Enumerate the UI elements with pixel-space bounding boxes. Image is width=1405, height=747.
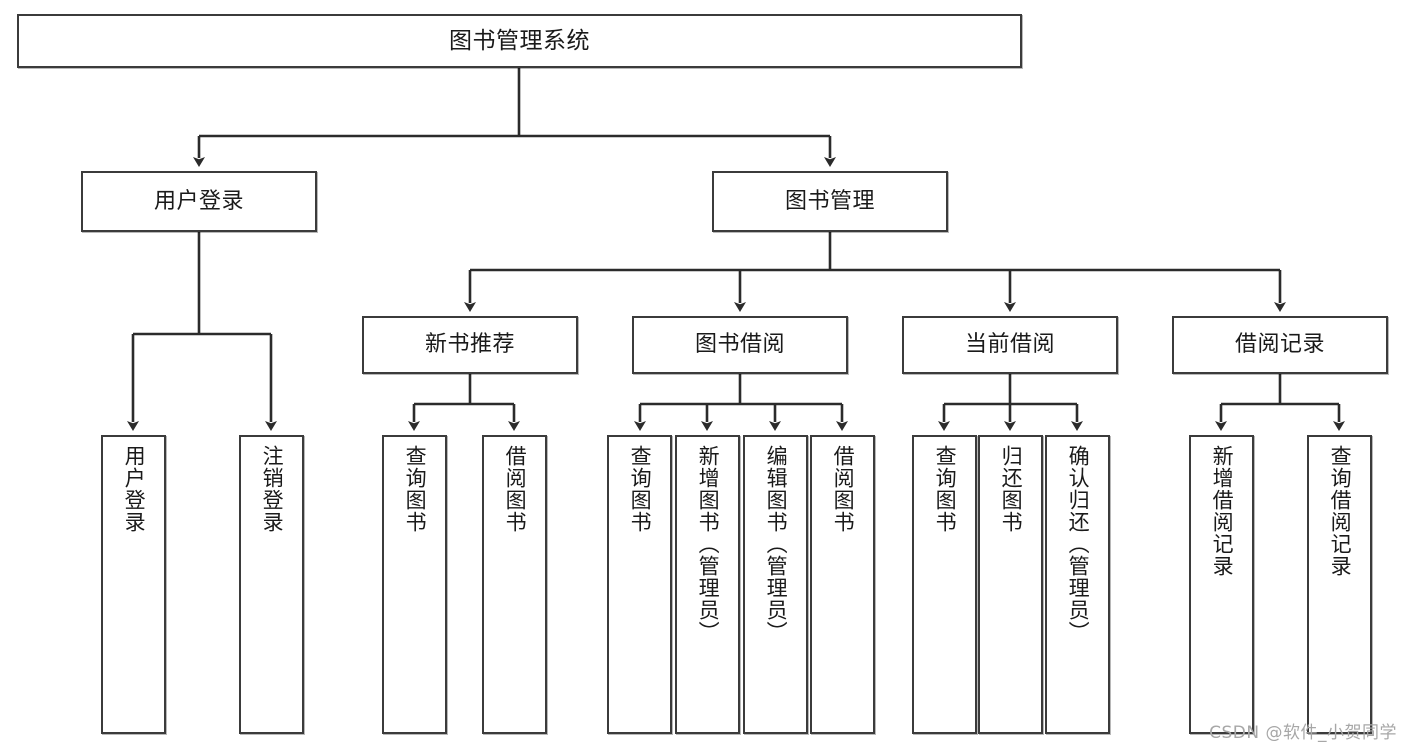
leaf-add-book-admin-label: 新增图书（管理员） (696, 445, 721, 643)
node-borrow-record-label: 借阅记录 (1234, 332, 1325, 358)
node-book-manage[interactable]: 图书管理 (712, 171, 948, 232)
leaf-query-book-current[interactable]: 查询图书 (912, 435, 977, 734)
leaf-borrow-book-label: 借阅图书 (831, 445, 856, 533)
node-root[interactable]: 图书管理系统 (17, 14, 1022, 68)
node-root-label: 图书管理系统 (449, 27, 590, 54)
leaf-return-book[interactable]: 归还图书 (978, 435, 1043, 734)
leaf-logout-login-label: 注销登录 (260, 445, 285, 533)
leaf-user-login-label: 用户登录 (122, 445, 147, 533)
leaf-logout-login[interactable]: 注销登录 (239, 435, 304, 734)
leaf-query-book-rec[interactable]: 查询图书 (382, 435, 447, 734)
node-new-book-recommend-label: 新书推荐 (424, 332, 515, 358)
leaf-query-book-current-label: 查询图书 (933, 445, 958, 533)
leaf-query-borrow-record-label: 查询借阅记录 (1328, 445, 1353, 577)
leaf-query-book-borrow-label: 查询图书 (628, 445, 653, 533)
node-user-login[interactable]: 用户登录 (81, 171, 317, 232)
leaf-return-book-label: 归还图书 (999, 445, 1024, 533)
node-current-borrow-label: 当前借阅 (964, 332, 1055, 358)
leaf-add-book-admin[interactable]: 新增图书（管理员） (675, 435, 740, 734)
leaf-edit-book-admin-label: 编辑图书（管理员） (764, 445, 789, 643)
node-new-book-recommend[interactable]: 新书推荐 (362, 316, 578, 374)
leaf-borrow-book-rec[interactable]: 借阅图书 (482, 435, 547, 734)
node-book-borrow-label: 图书借阅 (694, 332, 785, 358)
node-user-login-label: 用户登录 (153, 188, 244, 214)
leaf-borrow-book[interactable]: 借阅图书 (810, 435, 875, 734)
leaf-confirm-return-admin[interactable]: 确认归还（管理员） (1045, 435, 1110, 734)
node-book-borrow[interactable]: 图书借阅 (632, 316, 848, 374)
node-book-manage-label: 图书管理 (784, 188, 875, 214)
node-current-borrow[interactable]: 当前借阅 (902, 316, 1118, 374)
csdn-watermark: CSDN @软件_小贺同学 (1209, 723, 1397, 743)
leaf-confirm-return-admin-label: 确认归还（管理员） (1066, 445, 1091, 643)
leaf-edit-book-admin[interactable]: 编辑图书（管理员） (743, 435, 808, 734)
leaf-add-borrow-record[interactable]: 新增借阅记录 (1189, 435, 1254, 734)
leaf-user-login[interactable]: 用户登录 (101, 435, 166, 734)
leaf-add-borrow-record-label: 新增借阅记录 (1210, 445, 1235, 577)
leaf-query-book-borrow[interactable]: 查询图书 (607, 435, 672, 734)
leaf-query-book-rec-label: 查询图书 (403, 445, 428, 533)
node-borrow-record[interactable]: 借阅记录 (1172, 316, 1388, 374)
leaf-query-borrow-record[interactable]: 查询借阅记录 (1307, 435, 1372, 734)
leaf-borrow-book-rec-label: 借阅图书 (503, 445, 528, 533)
